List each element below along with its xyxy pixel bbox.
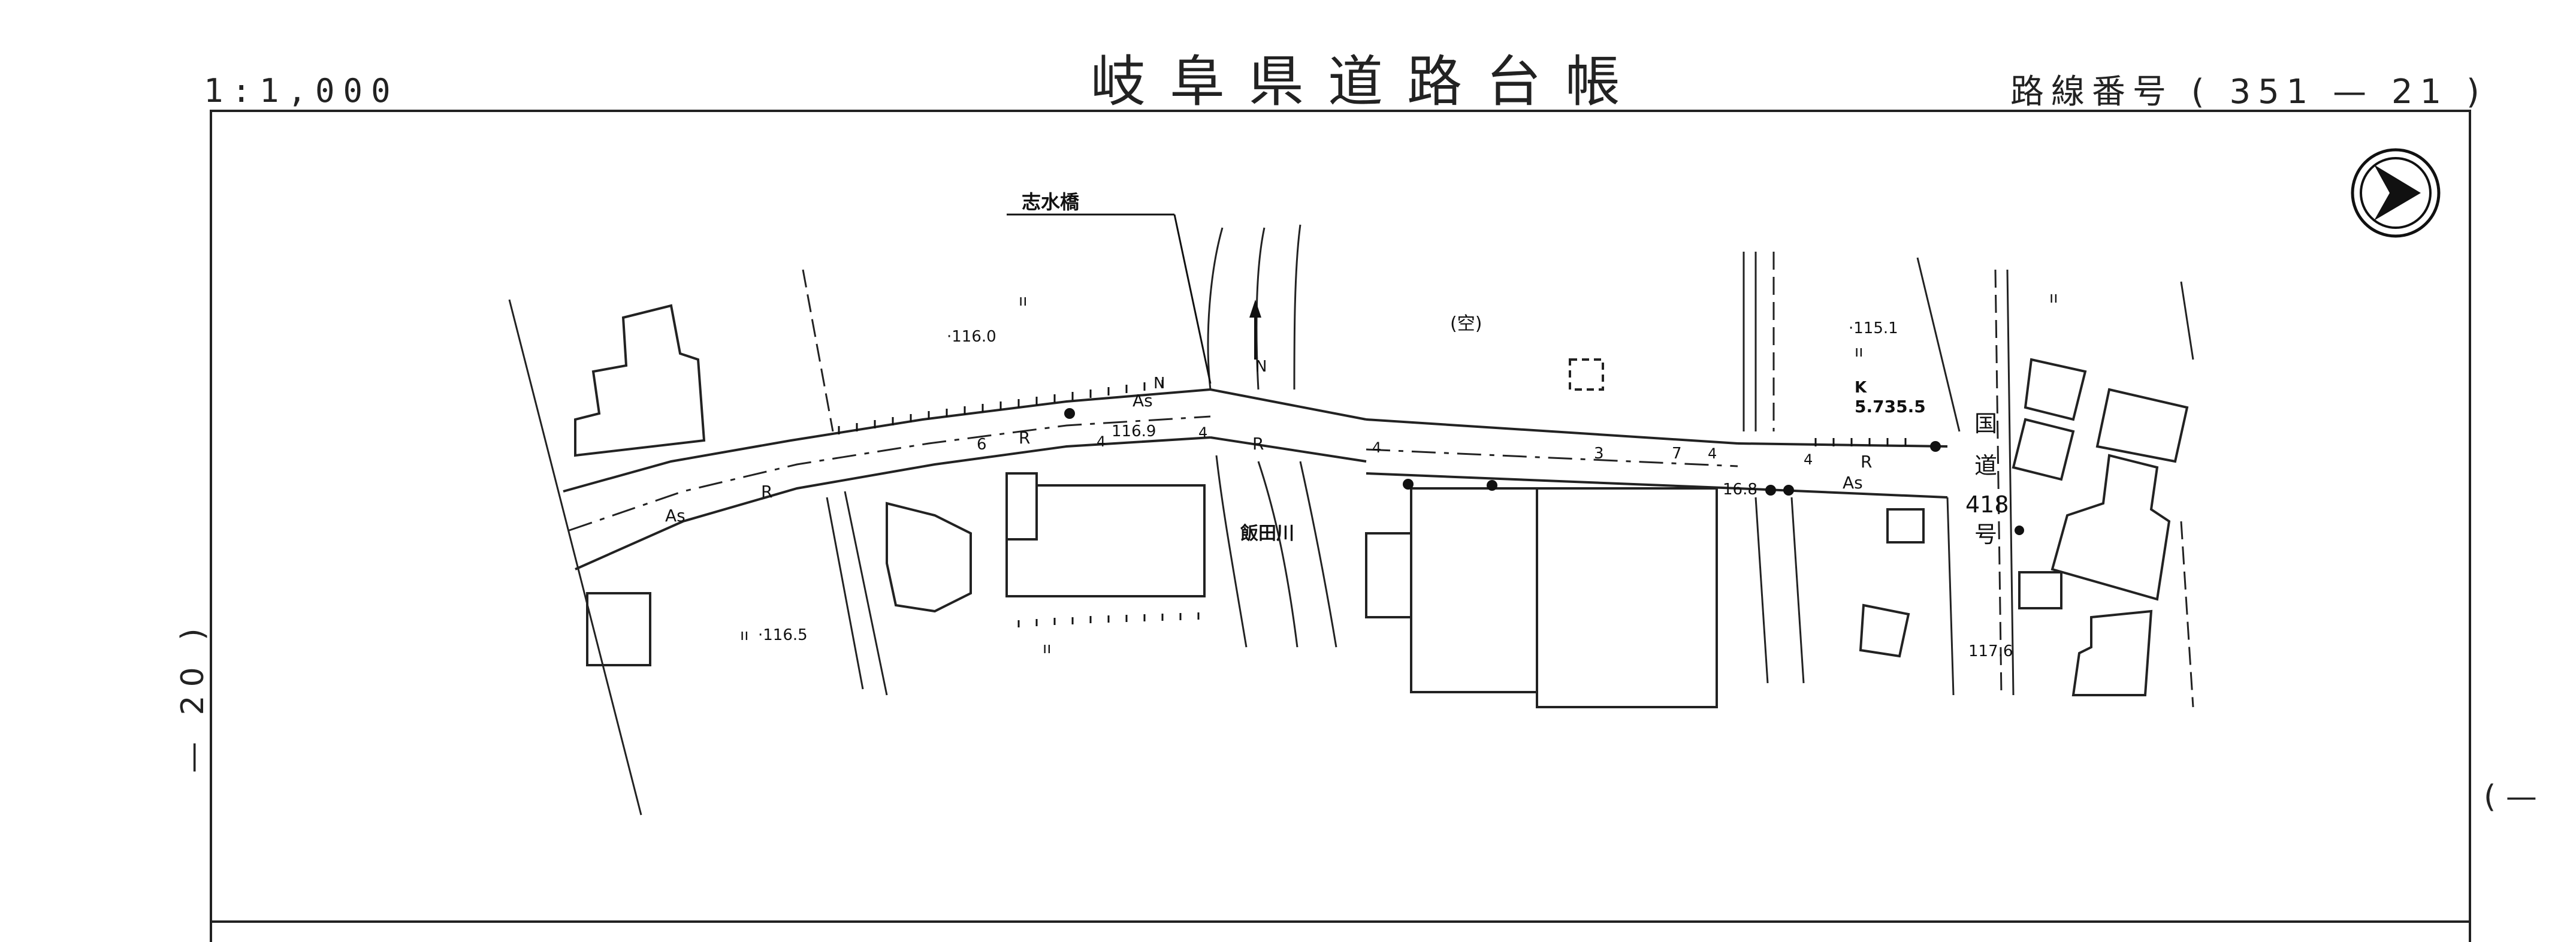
river-name-label: 飯田川 [1240, 523, 1294, 544]
field-symbol: ıı [1043, 639, 1051, 657]
n-mark: N [1255, 358, 1267, 376]
elevation-label: ·116.5 [758, 626, 808, 644]
block-boundaries [508, 252, 2194, 816]
vacant-lot-label: (空) [1450, 313, 1482, 334]
field-symbol: ıı [1855, 343, 1863, 361]
road-mark: R [761, 482, 772, 502]
compass-icon [2351, 148, 2441, 238]
dimension-mark: 4 [1097, 433, 1106, 450]
dimension-mark: 7 [1672, 445, 1682, 463]
river [1207, 224, 1337, 648]
buildings [574, 304, 2189, 708]
national-road-char-1: 国 [1974, 410, 1997, 437]
elevation-label: 117.6 [1968, 642, 2013, 660]
flow-arrow-icon [1249, 300, 1261, 318]
route-number: 路線番号 ( 351 — 21 ) [2010, 73, 2487, 111]
national-road-char-2: 道 [1974, 452, 1997, 479]
dimension-mark: 4 [1804, 451, 1813, 468]
frame-bottom-rule [210, 920, 2471, 923]
field-symbol: ıı [1019, 292, 1027, 310]
national-road-char-3: 号 [1974, 521, 1997, 548]
dimension-mark: 4 [1372, 439, 1381, 456]
utility-poles [1064, 408, 2024, 535]
road-mark: R [1861, 452, 1872, 472]
road-mark: R [1019, 428, 1030, 448]
right-margin-mark: ( — [2484, 779, 2537, 815]
dimension-mark: 4 [1708, 445, 1717, 462]
map-frame [210, 110, 2471, 942]
dimension-mark: 4 [1198, 424, 1207, 441]
elevation-label: 16.8 [1723, 481, 1757, 499]
pavement-mark: As [1843, 473, 1863, 493]
bridge-callout-leader [1173, 214, 1212, 384]
field-symbol: ıı [2049, 289, 2058, 307]
road-mark: R [1252, 434, 1264, 454]
bridge-name-label: 志水橋 [1022, 191, 1080, 213]
dimension-mark: 3 [1594, 445, 1604, 463]
elevation-label: 116.9 [1112, 422, 1156, 440]
elevation-label: ·116.0 [947, 328, 996, 346]
pavement-mark: As [665, 506, 685, 526]
pavement-mark: As [1133, 391, 1153, 410]
field-symbol: ıı [740, 626, 748, 644]
map-scale: 1:1,000 [204, 72, 399, 110]
elevation-label: ·115.1 [1849, 319, 1898, 337]
dimension-mark: 6 [977, 436, 987, 454]
k-mark: K [1855, 379, 1867, 397]
n-mark: N [1153, 375, 1165, 393]
national-road-number: 418 [1965, 491, 2009, 518]
road-edge-hatching [838, 380, 1907, 627]
k-dimension: 5.735.5 [1855, 397, 1926, 416]
sheet-title: 岐阜県道路台帳 [1091, 50, 1645, 114]
